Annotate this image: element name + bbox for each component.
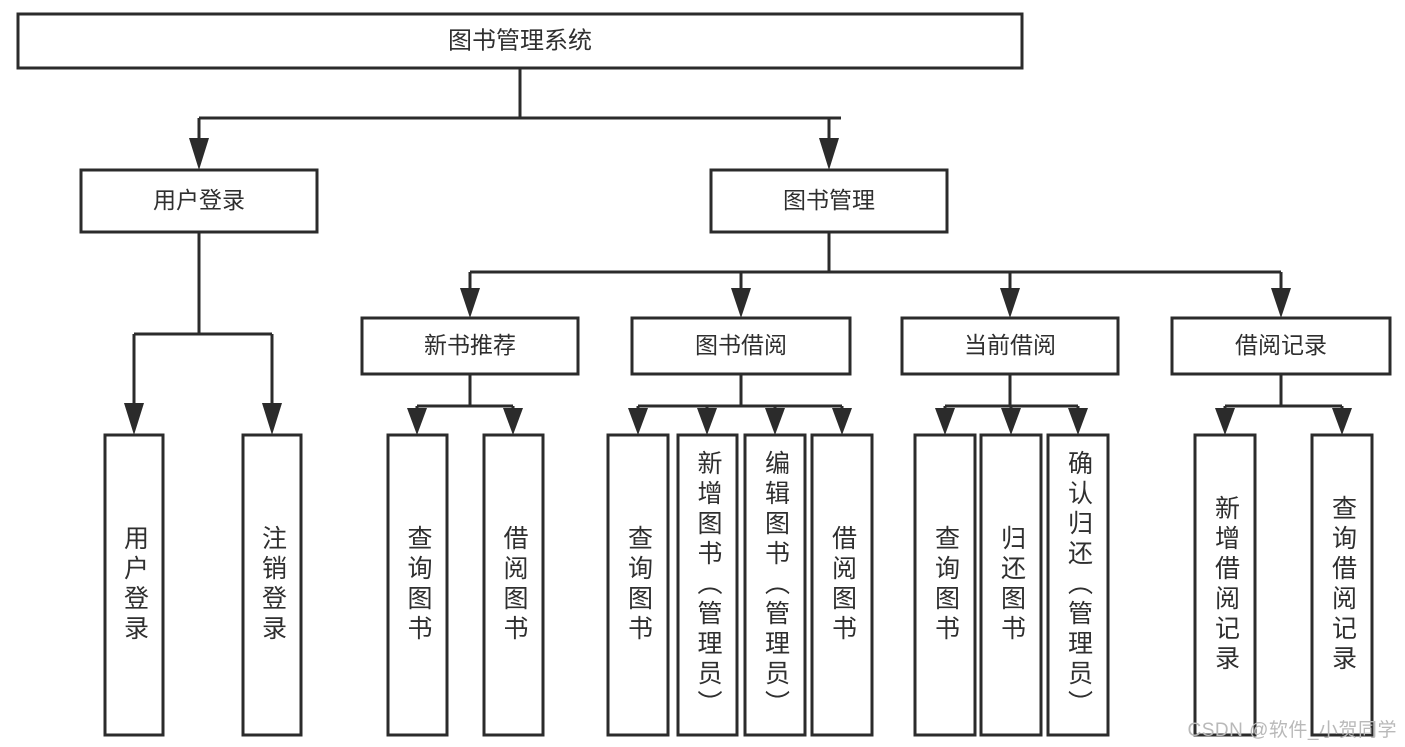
node-label: 图书管理系统	[448, 27, 592, 54]
node-root-book-management-system[interactable]: 图书管理系统	[16, 12, 1024, 70]
arrow-head-icon	[460, 288, 480, 318]
leaf-box-query-book-1[interactable]	[386, 433, 449, 737]
leaf-box-borrow-book-1[interactable]	[482, 433, 545, 737]
arrow-head-icon	[819, 138, 839, 170]
node-label: 新书推荐	[424, 332, 516, 358]
node-box	[1170, 316, 1392, 376]
leaf-box-query-borrow-record[interactable]	[1310, 433, 1374, 737]
leaf-box-add-borrow-record[interactable]	[1193, 433, 1257, 737]
node-user-login[interactable]: 用户登录	[79, 168, 319, 234]
arrow-head-icon	[697, 408, 717, 435]
arrow-head-icon	[1332, 408, 1352, 435]
arrow-head-icon	[765, 408, 785, 435]
node-box	[79, 168, 319, 234]
node-book-borrow[interactable]: 图书借阅	[630, 316, 852, 376]
node-box	[709, 168, 949, 234]
node-label: 借阅记录	[1235, 332, 1327, 358]
leaf-box-query-book-3[interactable]	[913, 433, 977, 737]
leaf-boxes	[103, 433, 1374, 737]
arrow-head-icon	[189, 138, 209, 170]
leaf-box-add-book-admin[interactable]	[676, 433, 739, 737]
node-label: 用户登录	[153, 187, 245, 213]
leaf-box-edit-book-admin[interactable]	[743, 433, 807, 737]
arrow-head-icon	[503, 408, 523, 435]
arrow-head-icon	[262, 403, 282, 435]
leaf-box-return-book[interactable]	[979, 433, 1043, 737]
node-current-borrow[interactable]: 当前借阅	[900, 316, 1120, 376]
leaf-box-confirm-return-admin[interactable]	[1046, 433, 1110, 737]
node-box	[360, 316, 580, 376]
node-borrow-record[interactable]: 借阅记录	[1170, 316, 1392, 376]
leaf-box-user-login[interactable]	[103, 433, 165, 737]
node-label: 图书借阅	[695, 332, 787, 358]
node-label: 当前借阅	[964, 332, 1056, 358]
arrow-head-icon	[832, 408, 852, 435]
arrow-head-icon	[935, 408, 955, 435]
connector-book-borrow-to-leaves	[628, 374, 852, 435]
arrow-head-icon	[1000, 288, 1020, 318]
connector-current-borrow-to-leaves	[935, 374, 1088, 435]
node-book-manage[interactable]: 图书管理	[709, 168, 949, 234]
arrow-head-icon	[1068, 408, 1088, 435]
node-box	[16, 12, 1024, 70]
node-label: 图书管理	[783, 187, 875, 213]
watermark-text: CSDN @软件_小贺同学	[1187, 720, 1397, 741]
leaf-box-borrow-book-2[interactable]	[810, 433, 874, 737]
leaf-box-query-book-2[interactable]	[606, 433, 670, 737]
leaf-box-logout-login[interactable]	[241, 433, 303, 737]
arrow-head-icon	[407, 408, 427, 435]
arrow-head-icon	[628, 408, 648, 435]
connector-borrow-record-to-leaves	[1215, 374, 1352, 435]
node-box	[630, 316, 852, 376]
arrow-head-icon	[1215, 408, 1235, 435]
connector-book-manage-to-level3	[460, 232, 1291, 318]
arrow-head-icon	[1271, 288, 1291, 318]
arrow-head-icon	[124, 403, 144, 435]
connector-user-login-to-leaves	[124, 232, 282, 435]
node-new-book-recommend[interactable]: 新书推荐	[360, 316, 580, 376]
arrow-head-icon	[1001, 408, 1021, 435]
node-box	[900, 316, 1120, 376]
connector-root-to-level2	[189, 68, 841, 170]
arrow-head-icon	[731, 288, 751, 318]
connector-new-book-recommend-to-leaves	[407, 374, 523, 435]
